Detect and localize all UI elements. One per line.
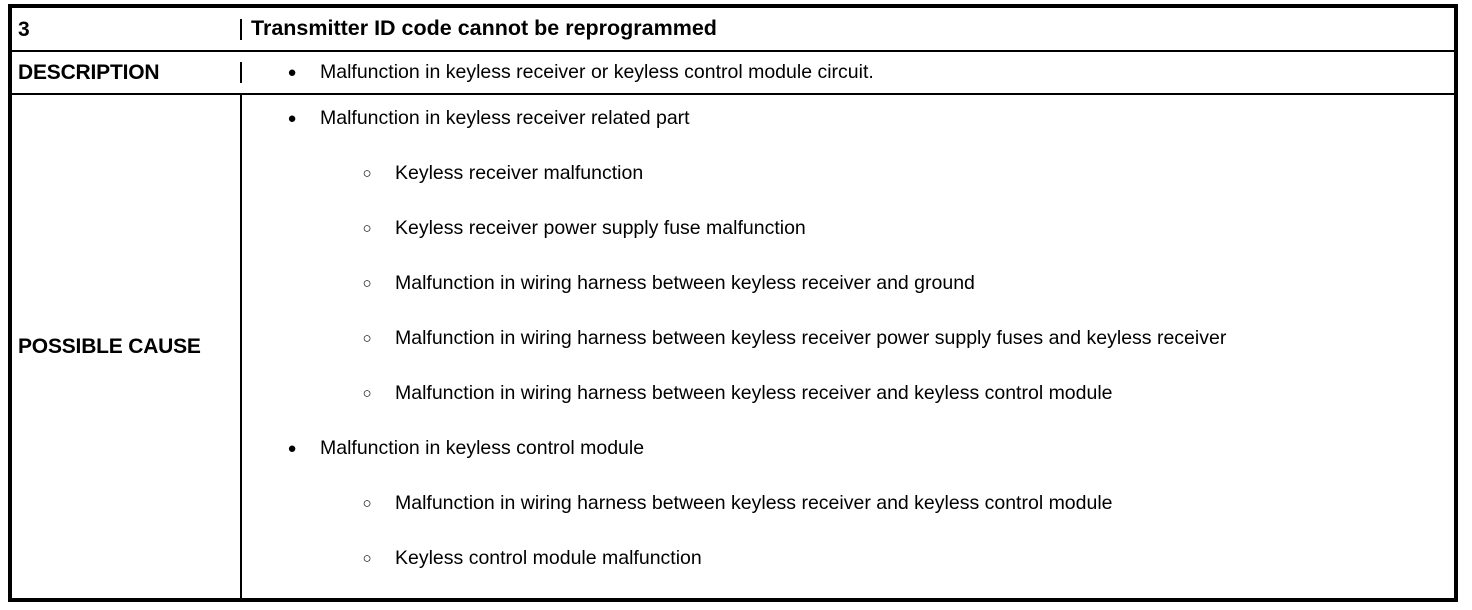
list-item-label: Malfunction in keyless control module <box>320 437 645 459</box>
dtc-title: Transmitter ID code cannot be reprogramm… <box>251 16 717 41</box>
hollow-circle-bullet-icon: ○ <box>362 275 372 292</box>
list-item-label: Malfunction in wiring harness between ke… <box>395 492 1113 514</box>
list-item-label: Malfunction in keyless receiver or keyle… <box>320 61 874 83</box>
list-item: ○ Keyless control module malfunction <box>242 546 1454 571</box>
hollow-circle-bullet-icon: ○ <box>362 495 372 512</box>
description-label: DESCRIPTION <box>18 61 160 84</box>
possible-cause-label: POSSIBLE CAUSE <box>18 335 201 358</box>
table-row-header: 3 Transmitter ID code cannot be reprogra… <box>12 8 1454 52</box>
hollow-circle-bullet-icon: ○ <box>362 385 372 402</box>
list-item: ○ Malfunction in wiring harness between … <box>242 326 1454 351</box>
list-item: ○ Malfunction in wiring harness between … <box>242 381 1454 406</box>
table-row-description: DESCRIPTION ● Malfunction in keyless rec… <box>12 52 1454 95</box>
description-content-cell: ● Malfunction in keyless receiver or key… <box>242 60 1454 85</box>
list-item-label: Malfunction in keyless receiver related … <box>320 107 690 129</box>
header-title-cell: Transmitter ID code cannot be reprogramm… <box>242 18 1454 40</box>
list-item-label: Malfunction in wiring harness between ke… <box>395 272 975 294</box>
dtc-diagnosis-table: 3 Transmitter ID code cannot be reprogra… <box>8 4 1458 602</box>
possible-cause-label-cell: POSSIBLE CAUSE <box>12 95 242 598</box>
possible-cause-content-cell: ● Malfunction in keyless receiver relate… <box>242 95 1454 598</box>
filled-disc-bullet-icon: ● <box>287 440 297 457</box>
filled-disc-bullet-icon: ● <box>287 110 297 127</box>
list-item: ● Malfunction in keyless receiver or key… <box>242 60 1454 85</box>
description-label-cell: DESCRIPTION <box>12 62 242 83</box>
hollow-circle-bullet-icon: ○ <box>362 550 372 567</box>
list-item: ○ Malfunction in wiring harness between … <box>242 271 1454 296</box>
hollow-circle-bullet-icon: ○ <box>362 220 372 237</box>
list-item-label: Malfunction in wiring harness between ke… <box>395 382 1113 404</box>
list-item: ○ Keyless receiver power supply fuse mal… <box>242 216 1454 241</box>
hollow-circle-bullet-icon: ○ <box>362 165 372 182</box>
list-item-label: Keyless receiver malfunction <box>395 162 644 184</box>
list-item: ● Malfunction in keyless control module <box>242 436 1454 461</box>
list-item-label: Keyless receiver power supply fuse malfu… <box>395 217 806 239</box>
list-item: ● Malfunction in keyless receiver relate… <box>242 106 1454 131</box>
list-item: ○ Malfunction in wiring harness between … <box>242 491 1454 516</box>
list-item-label: Keyless control module malfunction <box>395 547 702 569</box>
table-row-possible-cause: POSSIBLE CAUSE ● Malfunction in keyless … <box>12 95 1454 598</box>
dtc-number: 3 <box>18 17 30 41</box>
header-id-cell: 3 <box>12 17 242 41</box>
hollow-circle-bullet-icon: ○ <box>362 330 372 347</box>
list-item-label: Malfunction in wiring harness between ke… <box>395 327 1227 349</box>
list-item: ○ Keyless receiver malfunction <box>242 161 1454 186</box>
filled-disc-bullet-icon: ● <box>287 64 297 81</box>
